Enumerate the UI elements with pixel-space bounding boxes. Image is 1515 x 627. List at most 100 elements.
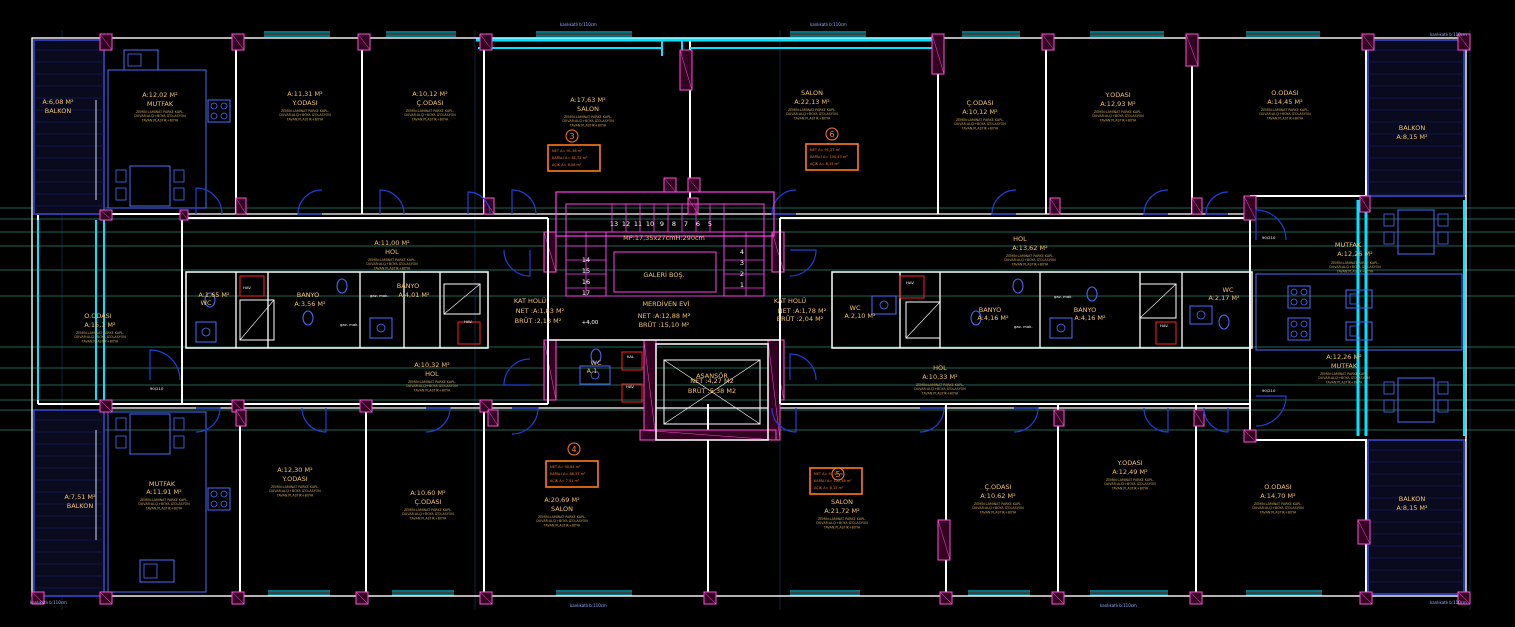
room-name: BALKON: [1399, 124, 1426, 132]
column-hatch: [543, 231, 557, 273]
finish-note: ZEMİN:LAMİNAT PARKE KAPL.DUVAR:ALÇI+BOYA…: [1092, 109, 1144, 122]
room-area: A:12,93 M²: [1100, 100, 1136, 108]
finish-note-line: DUVAR:ALÇI+BOYA İZOLASYON: [1252, 505, 1304, 510]
finish-note: ZEMİN:LAMİNAT PARKE KAPL.DUVAR:ALÇI+BOYA…: [1104, 477, 1156, 490]
window-note: kanlıkatlı b:110cm: [1100, 603, 1137, 608]
finish-note-line: DUVAR:ALÇI+BOYA İZOLASYON: [1259, 111, 1311, 116]
room-area: A:4,01 M²: [398, 291, 430, 299]
finish-note-line: DUVAR:ALÇI+BOYA İZOLASYON: [279, 112, 331, 117]
flat-area-line: KAPALI A= 81,71 m²: [552, 156, 588, 160]
room-name: O.ODASI: [84, 312, 111, 320]
hav-label: HAV.: [626, 384, 635, 389]
room-area: A:10,32 M²: [414, 361, 450, 369]
door-swing: [1205, 191, 1229, 215]
room-name: Y.ODASI: [1116, 459, 1142, 467]
column-hatch: [355, 591, 369, 605]
room-name: Ç.ODASI: [984, 483, 1011, 491]
sink-bowl: [143, 563, 158, 579]
column-hatch: [771, 231, 785, 273]
finish-note-line: DUVAR:ALÇI+BOYA İZOLASYON: [1104, 481, 1156, 486]
door-swing: [149, 349, 181, 381]
finish-note: ZEMİN:LAMİNAT PARKE KAPL.DUVAR:ALÇI+BOYA…: [269, 484, 321, 497]
door-swing: [467, 191, 491, 215]
column-hatch: [643, 339, 657, 441]
finish-note-line: DUVAR:ALÇI+BOYA İZOLASYON: [406, 383, 458, 388]
basin: [369, 317, 393, 339]
finish-note: ZEMİN:LAMİNAT PARKE KAPL.DUVAR:ALÇI+BOYA…: [279, 108, 331, 121]
room-name: Y.ODASI: [281, 475, 307, 483]
flat-area-line: NET A= 91,46 m²: [814, 472, 845, 476]
column-hatch: [1243, 195, 1257, 221]
room-name: WC: [201, 299, 212, 307]
room-area: A:12,49 M²: [1112, 468, 1148, 476]
room-area: A:11,91 M²: [146, 488, 182, 496]
room-area: A:3,56 M²: [294, 300, 326, 308]
windows: [37, 31, 1465, 596]
kitchen-sink: [1345, 289, 1373, 309]
finish-note: ZEMİN:LAMİNAT PARKE KAPL.DUVAR:ALÇI+BOYA…: [816, 516, 868, 529]
finish-note: ZEMİN:LAMİNAT PARKE KAPL.DUVAR:ALÇI+BOYA…: [74, 330, 126, 343]
shaft: [621, 383, 643, 403]
shower-tray: [239, 299, 275, 341]
door-swing: [919, 407, 945, 433]
dining-table: [129, 165, 171, 207]
finish-note: ZEMİN:LAMİNAT PARKE KAPL.DUVAR:ALÇI+BOYA…: [1259, 107, 1311, 120]
finish-note-line: TAVAN:PLASTİK+BOYA: [141, 117, 179, 122]
stair-outline: [585, 231, 747, 297]
column-hatch: [663, 177, 677, 193]
finish-note-line: TAVAN:PLASTİK+BOYA: [823, 524, 861, 529]
kat-holu-left-brut: BRÜT :2,13 M²: [515, 316, 562, 325]
stove-burner: [1300, 320, 1308, 328]
flat-area-line: AÇIK A= 7,51 m²: [550, 479, 580, 483]
room-name: Ç.ODASI: [414, 498, 441, 506]
door-swing: [195, 407, 221, 433]
small-labels: gaz. mak. gaz. mak. gaz. mak. gaz. mak. …: [150, 235, 1276, 393]
gas-label: gaz. mak.: [370, 293, 389, 298]
hav-label: HAV.: [464, 319, 473, 324]
room-area: A:14,70 M²: [1260, 492, 1296, 500]
room-name: O.ODASI: [1264, 483, 1291, 491]
window-note: kanlıkatlı b:110cm: [810, 22, 847, 27]
stove-burner: [220, 112, 228, 120]
room-name: SALON: [831, 498, 853, 506]
room-label: A:15,1 M²O.ODASI: [84, 312, 116, 329]
room-name: O.ODASI: [1271, 89, 1298, 97]
toilet: [1086, 286, 1098, 302]
finish-note: ZEMİN:LAMİNAT PARKE KAPL.DUVAR:ALÇI+BOYA…: [366, 257, 418, 270]
sink-bowl: [1349, 325, 1360, 337]
finish-note-line: TAVAN:PLASTİK+BOYA: [979, 509, 1017, 514]
galeri-label: GALERİ BOŞ.: [643, 270, 684, 279]
room-label: A:10,62 M²Ç.ODASI: [980, 483, 1016, 500]
stove: [207, 99, 231, 123]
dining-table: [1397, 209, 1435, 255]
core-labels: KAT HOLÜ NET :A:1,83 M² BRÜT :2,13 M² KA…: [514, 234, 827, 395]
finish-note-line: TAVAN:PLASTİK+BOYA: [411, 116, 449, 121]
finish-note-line: ZEMİN:LAMİNAT PARKE KAPL.: [956, 117, 1004, 122]
finish-note: ZEMİN:LAMİNAT PARKE KAPL.DUVAR:ALÇI+BOYA…: [786, 107, 838, 120]
toilet: [302, 310, 314, 326]
gas-label: gaz. mak.: [1014, 324, 1033, 329]
hav-label: HAV.: [1160, 323, 1169, 328]
door-swing: [1013, 407, 1039, 433]
kat-holu-left: KAT HOLÜ: [514, 296, 546, 305]
chair: [115, 169, 127, 183]
finish-note-line: TAVAN:PLASTİK+BOYA: [409, 515, 447, 520]
room-area: A:7,51 M²: [64, 493, 96, 501]
column-hatch: [1051, 591, 1065, 605]
stair-number: 17: [582, 289, 590, 297]
finish-note-line: ZEMİN:LAMİNAT PARKE KAPL.: [1254, 501, 1302, 506]
basin: [579, 365, 611, 385]
flat-area-line: NET A= 90,84 m²: [550, 465, 581, 469]
column-hatch: [1049, 197, 1061, 215]
finish-note: ZEMİN:LAMİNAT PARKE KAPL.DUVAR:ALÇI+BOYA…: [134, 109, 186, 122]
shaft: [899, 275, 925, 299]
finish-note-line: ZEMİN:LAMİNAT PARKE KAPL.: [1006, 253, 1054, 258]
doors: [149, 187, 1287, 435]
finish-note-line: TAVAN:PLASTİK+BOYA: [543, 522, 581, 527]
finish-note-line: ZEMİN:LAMİNAT PARKE KAPL.: [974, 501, 1022, 506]
room-area: A:4,16 M²: [977, 314, 1009, 322]
door-swing: [1255, 395, 1287, 427]
